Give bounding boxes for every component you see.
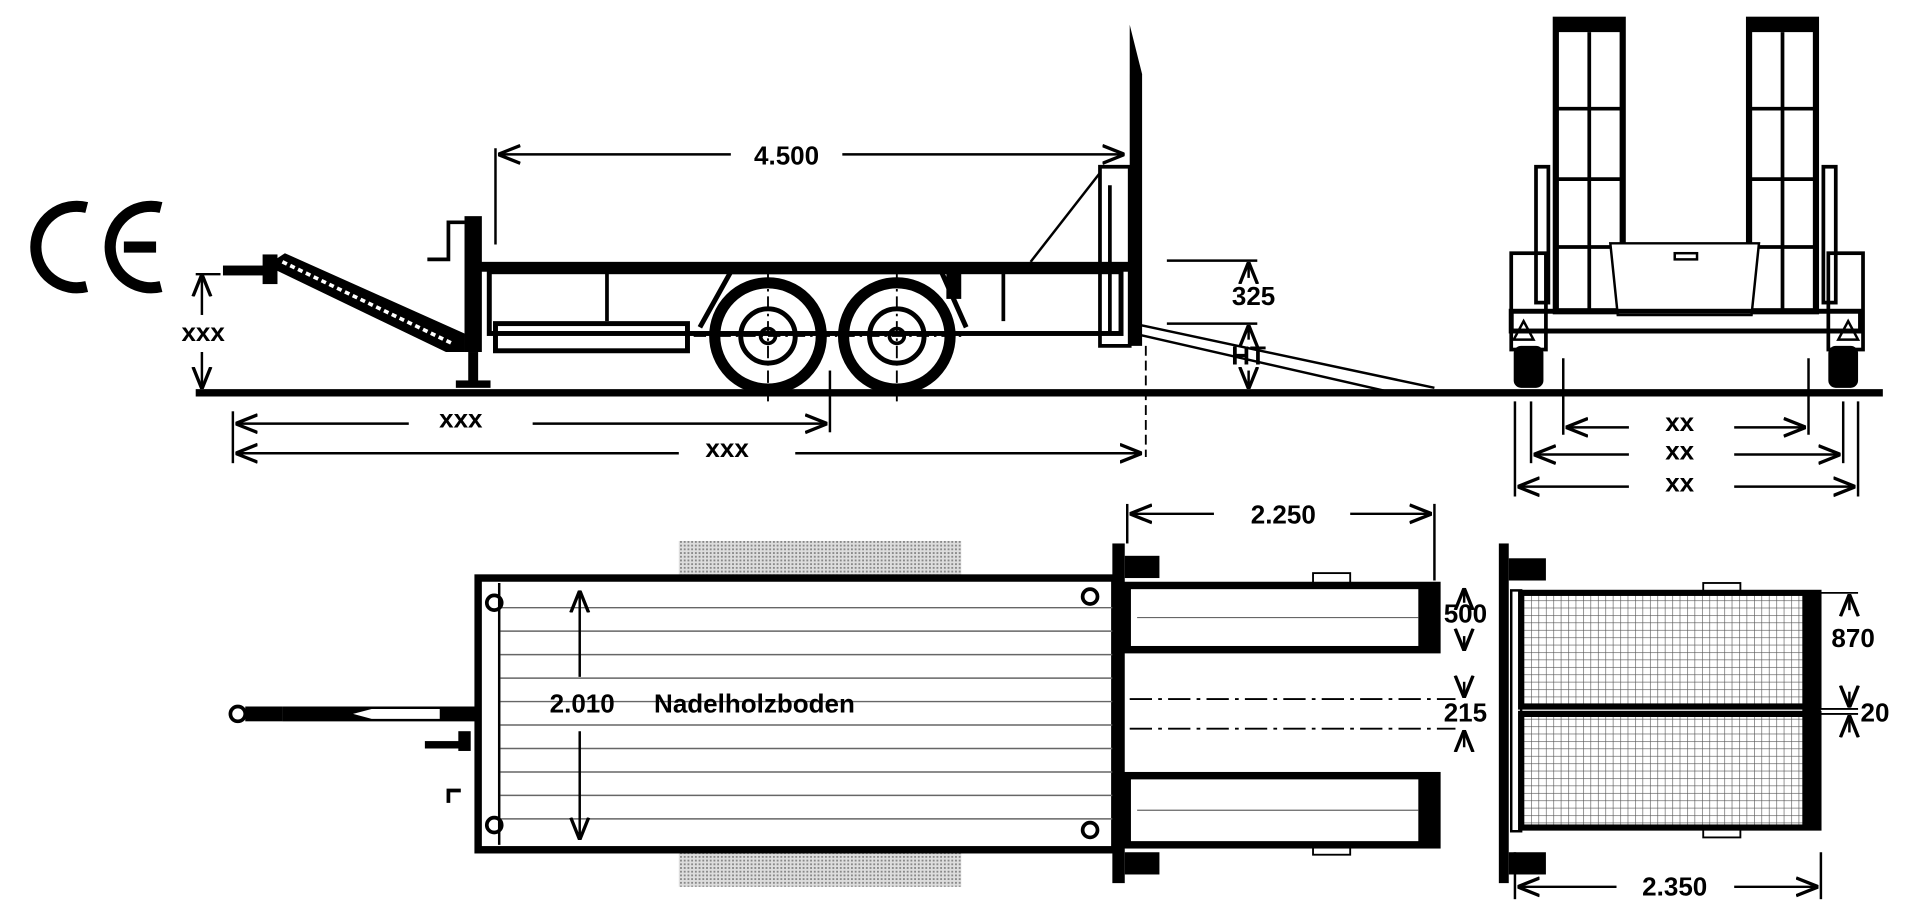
side-dimensions: 4.500 325 HT xxx xxx xxx (181, 140, 1275, 463)
rear-dimensions: xx xx xx (1513, 358, 1860, 498)
dim-drawbar-height: xxx (181, 317, 225, 347)
floor-label: Nadelholzboden (654, 689, 855, 719)
top-view: 2.010 Nadelholzboden (228, 540, 1456, 887)
dim-ramp-gap: 215 (1444, 697, 1487, 727)
dim-ramp-height: HT (1231, 340, 1266, 370)
dim-grid-width: 870 (1831, 623, 1874, 653)
dim-inner-width: xx (1665, 407, 1694, 437)
side-view (222, 24, 1435, 457)
ramp-detail-view: 870 20 2.350 (1498, 543, 1890, 902)
top-dimensions: 2.250 500 215 (1125, 500, 1487, 748)
dim-grid-gap: 20 (1861, 697, 1890, 727)
floor-planks (500, 606, 1113, 820)
dim-ramp-detail-length: 2.350 (1642, 872, 1707, 902)
dim-overall-width: xx (1665, 468, 1694, 498)
dim-deck-height: 325 (1232, 281, 1275, 311)
rear-view (1508, 16, 1865, 388)
dim-ramp-length: 2.250 (1251, 500, 1316, 530)
dim-total-length: xxx (705, 433, 749, 463)
dim-track-width: xx (1665, 436, 1694, 466)
dim-ramp-width: 500 (1444, 599, 1487, 629)
dim-deck-width: 2.010 (550, 689, 615, 719)
ce-logo (30, 200, 163, 294)
dim-axle-distance: xxx (439, 403, 483, 433)
dim-deck-length: 4.500 (754, 140, 819, 170)
